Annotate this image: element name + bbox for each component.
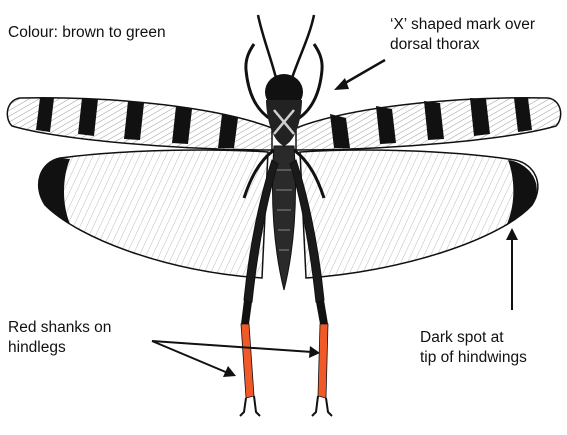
right-hindwing (300, 150, 538, 278)
right-red-shank (318, 324, 328, 398)
right-foot (312, 396, 332, 416)
left-antenna (258, 15, 276, 78)
arrow-right-shank (152, 341, 320, 358)
left-red-shank (241, 324, 254, 398)
right-antenna (292, 15, 314, 78)
dark-spot-label: Dark spot at tip of hindwings (420, 328, 527, 368)
arrow-x-mark (334, 60, 385, 90)
red-shanks-label: Red shanks on hindlegs (8, 318, 111, 358)
red-shanks-label-line-1: Red shanks on (8, 318, 111, 338)
left-foot (240, 396, 260, 416)
x-mark-label: ‘X’ shaped mark over dorsal thorax (390, 15, 535, 55)
red-shanks-label-line-2: hindlegs (8, 338, 111, 358)
dark-spot-label-line-1: Dark spot at (420, 328, 527, 348)
dark-spot-label-line-2: tip of hindwings (420, 348, 527, 368)
left-hindwing (39, 150, 268, 278)
arrow-dark-spot (506, 228, 518, 310)
right-knee (316, 300, 328, 324)
colour-label-text: Colour: brown to green (8, 23, 166, 43)
x-mark-label-line-2: dorsal thorax (390, 35, 535, 55)
left-knee (241, 300, 252, 324)
colour-label: Colour: brown to green (8, 23, 166, 43)
x-mark-label-line-1: ‘X’ shaped mark over (390, 15, 535, 35)
